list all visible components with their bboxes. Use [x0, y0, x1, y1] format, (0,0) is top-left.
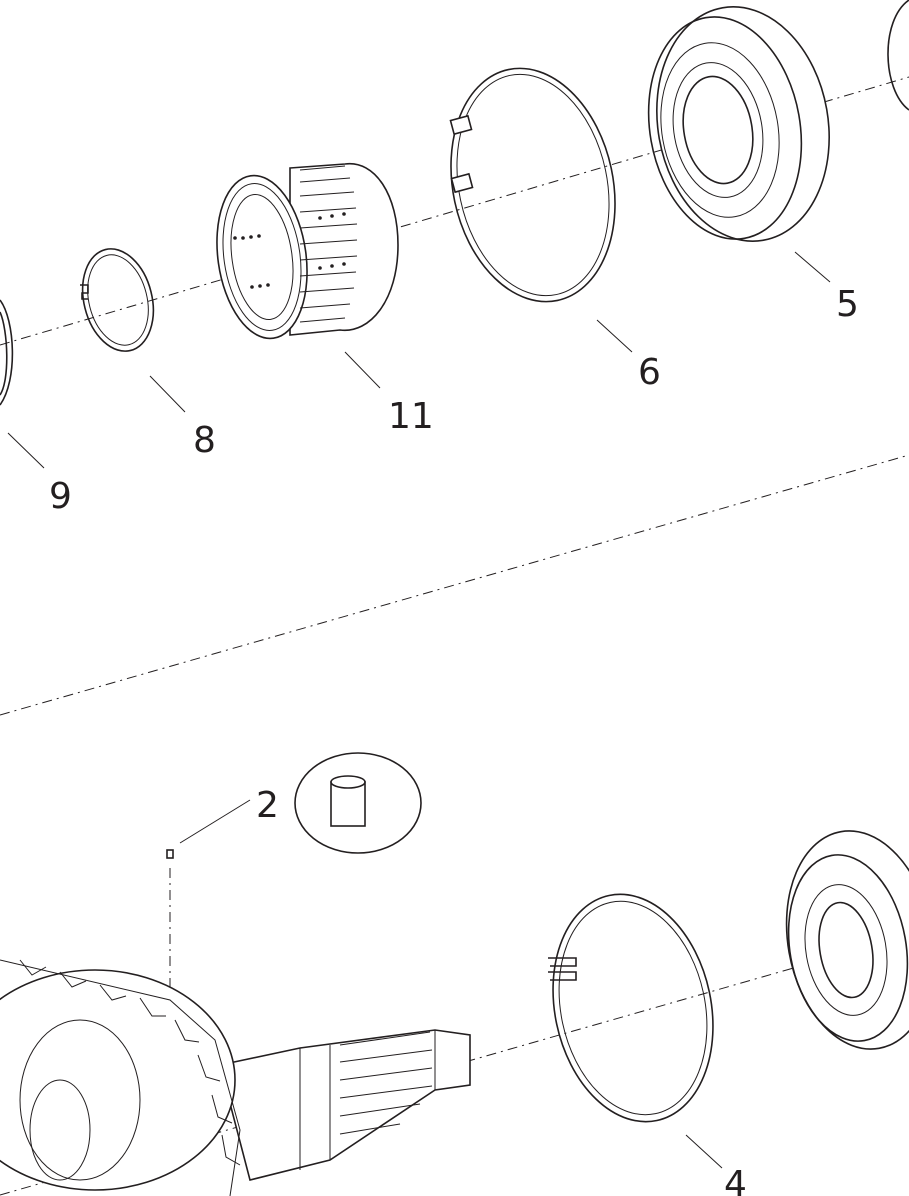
part-11-clutch-hub [216, 162, 399, 340]
leader-2 [179, 799, 251, 844]
leader-lines [7, 251, 831, 1169]
callout-2: 2 [256, 785, 279, 826]
gear-shaft [0, 959, 471, 1196]
part-2-pin [166, 752, 422, 859]
leader-6 [596, 319, 633, 353]
leader-9 [7, 432, 45, 469]
leader-4 [685, 1134, 723, 1169]
callout-6: 6 [638, 352, 661, 393]
partial-part-top-right [887, 0, 909, 111]
leader-5 [794, 251, 831, 283]
leader-11 [344, 351, 381, 389]
callout-9: 9 [49, 476, 72, 517]
part-5-roller-bearing [647, 6, 830, 242]
part-6-circlip [449, 67, 616, 303]
part-9-ring [0, 299, 14, 406]
leader-8 [149, 375, 186, 413]
callout-11: 11 [388, 396, 434, 437]
callout-5: 5 [836, 284, 859, 325]
callout-8: 8 [193, 420, 216, 461]
callout-4: 4 [724, 1164, 747, 1196]
part-4-snap-ring [548, 893, 714, 1123]
bottom-right-bearing [785, 830, 909, 1050]
part-8-snap-ring [80, 248, 155, 352]
callout-labels: 5 6 11 8 9 2 4 [49, 284, 859, 1196]
